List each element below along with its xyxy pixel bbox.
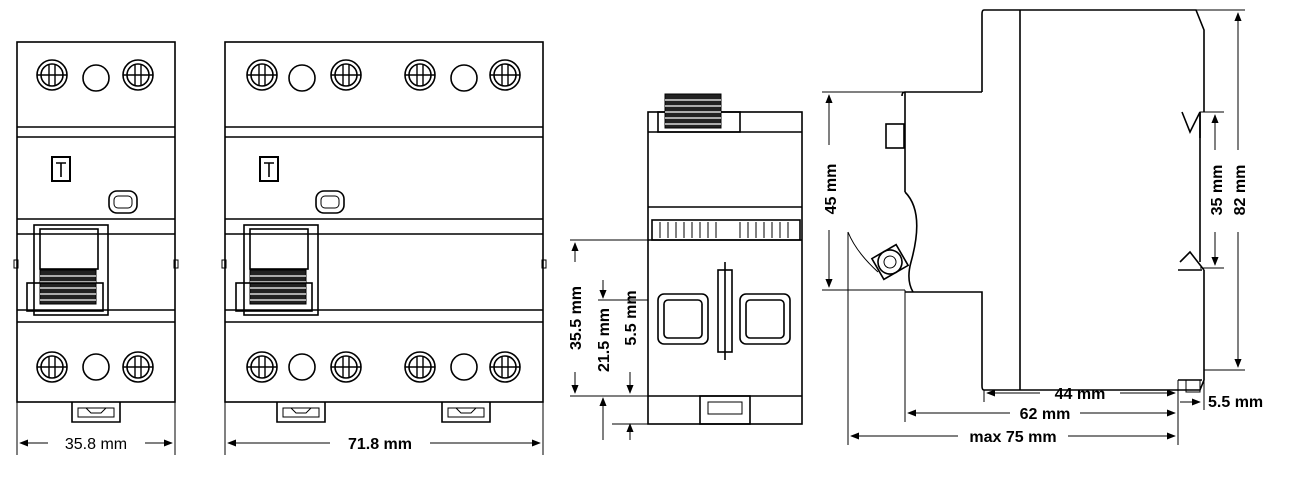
- dim-62-label: 62 mm: [1020, 406, 1071, 423]
- dim-5-5-side-label: 5.5 mm: [1208, 394, 1263, 411]
- dim-21-5-label: 21.5 mm: [596, 308, 613, 372]
- width-4pole-label: 71.8 mm: [348, 436, 412, 453]
- side-dimensions: [822, 9, 1245, 445]
- dim-max75-label: max 75 mm: [969, 429, 1056, 446]
- width-2pole-label: 35.8 mm: [65, 436, 127, 453]
- dim-35-5-label: 35.5 mm: [568, 286, 585, 350]
- narrow-dimensions: [570, 239, 648, 440]
- side-view: [847, 9, 1205, 393]
- four-pole-front-view: [221, 41, 547, 423]
- dim-82-label: 82 mm: [1232, 165, 1249, 216]
- narrow-front-view: [647, 93, 803, 425]
- dim-44-label: 44 mm: [1055, 386, 1106, 403]
- two-pole-front-view: [13, 41, 179, 423]
- dim-45-label: 45 mm: [823, 164, 840, 215]
- dim-35-label: 35 mm: [1209, 165, 1226, 216]
- width-dimensions: [16, 402, 544, 455]
- dim-5-5-front-label: 5.5 mm: [623, 290, 640, 345]
